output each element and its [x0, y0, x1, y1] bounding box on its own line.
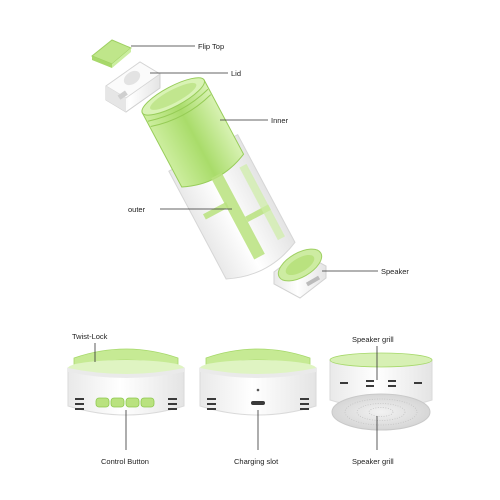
speaker-grill-view: Speaker grill Speaker grill: [329, 335, 433, 466]
label-outer: outer: [128, 205, 146, 214]
control-button-3[interactable]: [125, 397, 140, 408]
label-flip-top: Flip Top: [198, 42, 224, 51]
label-lid: Lid: [231, 69, 241, 78]
control-button-2[interactable]: [110, 397, 125, 408]
bottle-body: [141, 77, 296, 280]
speaker-part: [273, 248, 327, 299]
control-buttons[interactable]: [95, 397, 155, 408]
flip-top-part: [91, 39, 132, 68]
label-speaker: Speaker: [381, 267, 409, 276]
label-speaker-grill-top: Speaker grill: [352, 335, 394, 344]
label-inner: Inner: [271, 116, 289, 125]
charging-port: [251, 401, 265, 405]
control-button-1[interactable]: [95, 397, 110, 408]
control-button-4[interactable]: [140, 397, 155, 408]
speaker-front-view: Twist-Lock Control Button: [67, 332, 185, 466]
label-twist-lock: Twist-Lock: [72, 332, 108, 341]
speaker-back-view: Charging slot: [199, 348, 317, 466]
label-charging-slot: Charging slot: [234, 457, 279, 466]
exploded-view: Flip Top Lid Inner outer Speaker: [91, 39, 409, 299]
label-speaker-grill-bottom: Speaker grill: [352, 457, 394, 466]
lid-part: [105, 61, 161, 113]
label-control-button: Control Button: [101, 457, 149, 466]
